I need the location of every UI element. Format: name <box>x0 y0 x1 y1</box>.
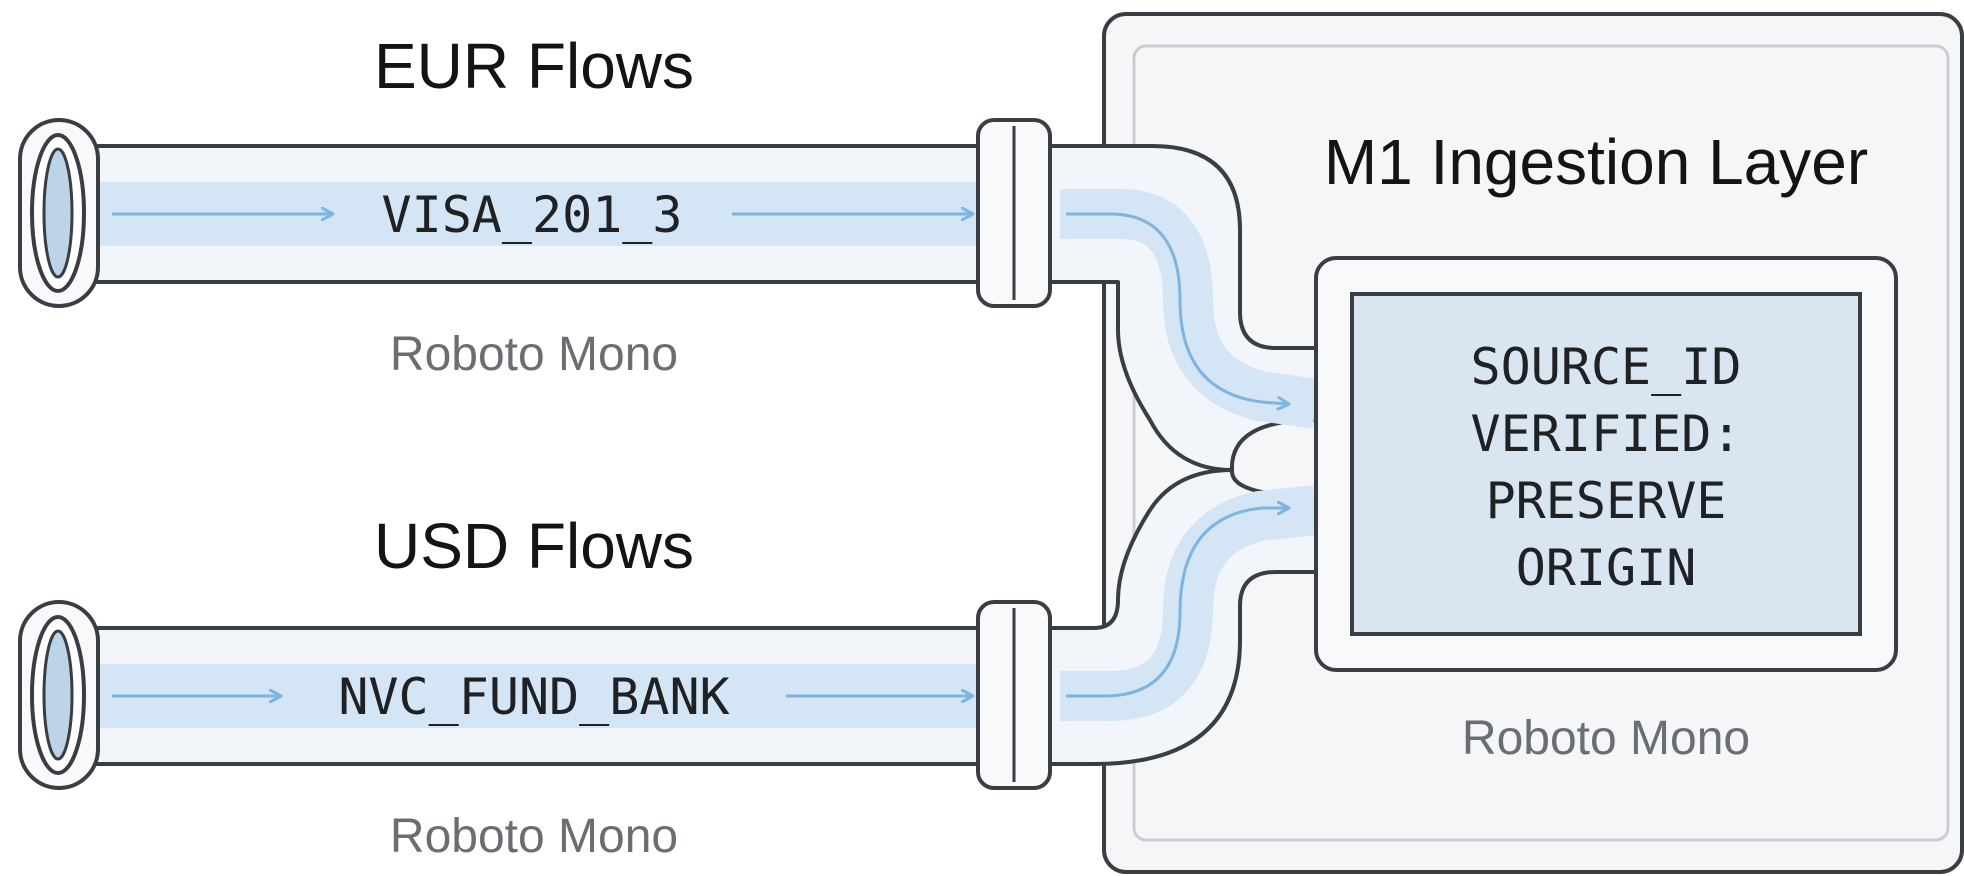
eur-pipe-label: VISA_201_3 <box>381 186 682 244</box>
merge-elbows <box>1048 144 1320 766</box>
usd-elbow-arrow <box>1066 508 1288 698</box>
eur-elbow-flow-band <box>1060 189 1320 429</box>
usd-elbow-flow-band <box>1060 485 1319 721</box>
usd-flows-heading: USD Flows <box>374 510 694 582</box>
eur-pipe-inlet-opening <box>42 147 74 279</box>
eur-flows-heading: EUR Flows <box>374 30 694 102</box>
usd-pipe-inlet-opening <box>42 629 74 761</box>
verify-line: PRESERVE <box>1486 472 1727 530</box>
verify-line: SOURCE_ID <box>1471 338 1742 396</box>
ingestion-inner-frame <box>1132 44 1950 842</box>
verify-line: ORIGIN <box>1516 539 1697 597</box>
ingestion-layer-title: M1 Ingestion Layer <box>1324 126 1868 198</box>
verification-box <box>1314 256 1898 672</box>
usd-pipe-label: NVC_FUND_BANK <box>338 668 729 726</box>
verify-line: VERIFIED: <box>1471 405 1742 463</box>
ingestion-font-caption: Roboto Mono <box>1462 712 1750 765</box>
usd-font-caption: Roboto Mono <box>390 810 678 863</box>
eur-elbow-arrow <box>1066 212 1288 404</box>
eur-font-caption: Roboto Mono <box>390 328 678 381</box>
verification-inner-panel <box>1350 292 1862 636</box>
verification-text: SOURCE_ID VERIFIED: PRESERVE ORIGIN <box>1471 338 1742 597</box>
